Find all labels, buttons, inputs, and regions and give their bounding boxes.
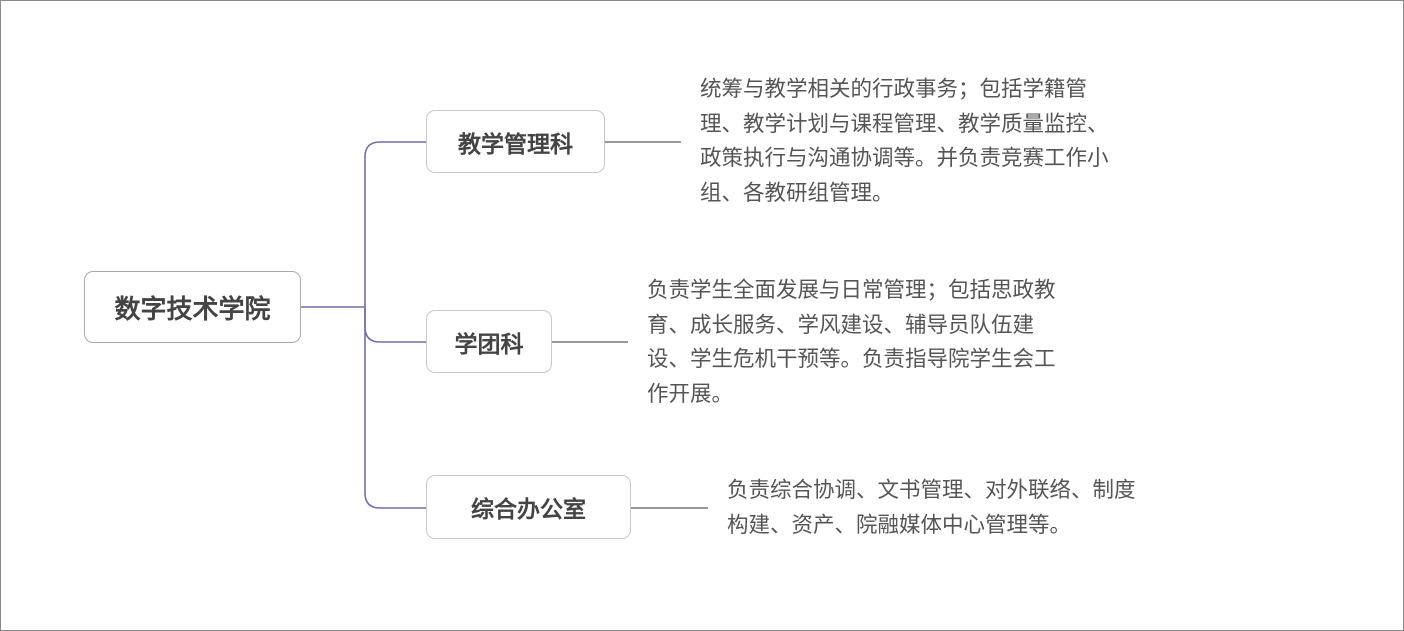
branch-node-teaching-management[interactable]: 教学管理科 xyxy=(426,110,605,173)
branch-connector-3 xyxy=(364,307,426,509)
branch-node-student-affairs[interactable]: 学团科 xyxy=(426,310,552,373)
description-student-affairs: 负责学生全面发展与日常管理；包括思政教 育、成长服务、学风建设、辅导员队伍建 设… xyxy=(647,274,1056,412)
root-label: 数字技术学院 xyxy=(114,294,271,325)
description-line: 统筹与教学相关的行政事务；包括学籍管 xyxy=(700,77,1088,102)
description-line: 作开展。 xyxy=(647,381,734,407)
branch-node-general-office[interactable]: 综合办公室 xyxy=(426,475,631,539)
description-line: 设、学生危机干预等。负责指导院学生会工 xyxy=(647,347,1056,372)
description-teaching-management: 统筹与教学相关的行政事务；包括学籍管 理、教学计划与课程管理、教学质量监控、 政… xyxy=(700,73,1109,211)
description-line: 理、教学计划与课程管理、教学质量监控、 xyxy=(700,111,1109,137)
description-line: 构建、资产、院融媒体中心管理等。 xyxy=(727,512,1072,538)
branch-label: 综合办公室 xyxy=(471,497,586,523)
branch-label: 教学管理科 xyxy=(458,131,573,158)
description-line: 育、成长服务、学风建设、辅导员队伍建 xyxy=(647,312,1035,338)
description-line: 政策执行与沟通协调等。并负责竞赛工作小 xyxy=(700,146,1109,171)
root-node[interactable]: 数字技术学院 xyxy=(84,271,301,343)
branch-label: 学团科 xyxy=(454,331,524,358)
description-line: 组、各教研组管理。 xyxy=(700,180,894,206)
description-line: 负责学生全面发展与日常管理；包括思政教 xyxy=(647,278,1056,303)
description-line: 负责综合协调、文书管理、对外联络、制度 xyxy=(727,478,1136,503)
description-general-office: 负责综合协调、文书管理、对外联络、制度 构建、资产、院融媒体中心管理等。 xyxy=(727,474,1136,543)
branch-connector-2 xyxy=(364,307,426,343)
branch-connector-1 xyxy=(364,141,426,307)
